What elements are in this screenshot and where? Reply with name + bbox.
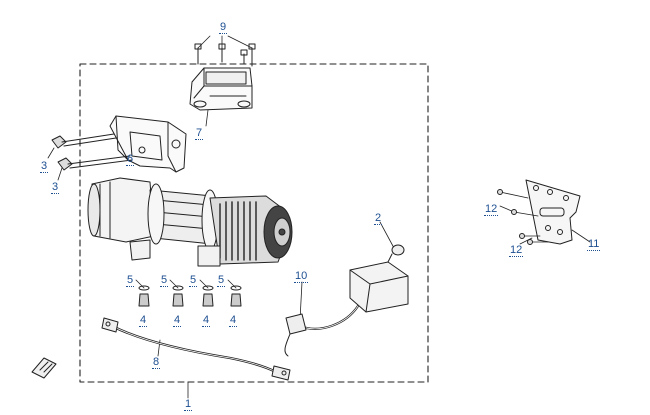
callout-10[interactable]: 10: [294, 270, 309, 283]
callout-3-lower[interactable]: 3: [51, 181, 60, 194]
callout-4-second[interactable]: 4: [173, 314, 182, 327]
callout-1[interactable]: 1: [184, 398, 193, 411]
callout-5-third[interactable]: 5: [189, 274, 198, 287]
callout-8[interactable]: 8: [152, 356, 161, 369]
remote-control-module: [284, 244, 409, 357]
callout-12-upper[interactable]: 12: [484, 203, 499, 216]
callout-4-first[interactable]: 4: [139, 314, 148, 327]
callout-11[interactable]: 11: [587, 238, 601, 251]
callout-7[interactable]: 7: [195, 127, 204, 140]
mounting-plate: [497, 179, 581, 245]
mounting-bracket: [109, 115, 187, 173]
assembly-boundary: [79, 63, 429, 383]
callout-4-fourth[interactable]: 4: [229, 314, 238, 327]
callout-5-fourth[interactable]: 5: [217, 274, 226, 287]
relay-contactor: [189, 43, 256, 111]
note-icon: [31, 357, 57, 379]
callout-9[interactable]: 9: [219, 21, 228, 34]
callout-5-second[interactable]: 5: [160, 274, 169, 287]
power-cable: [101, 317, 291, 381]
callout-3-upper[interactable]: 3: [40, 160, 49, 173]
bolt-set: [138, 285, 242, 307]
callout-5-first[interactable]: 5: [126, 274, 135, 287]
callout-2[interactable]: 2: [374, 212, 383, 225]
callout-6[interactable]: 6: [126, 153, 135, 166]
callout-4-third[interactable]: 4: [202, 314, 211, 327]
winch-body: [87, 177, 293, 267]
bolts: [51, 133, 133, 171]
callout-12-lower[interactable]: 12: [509, 244, 524, 257]
